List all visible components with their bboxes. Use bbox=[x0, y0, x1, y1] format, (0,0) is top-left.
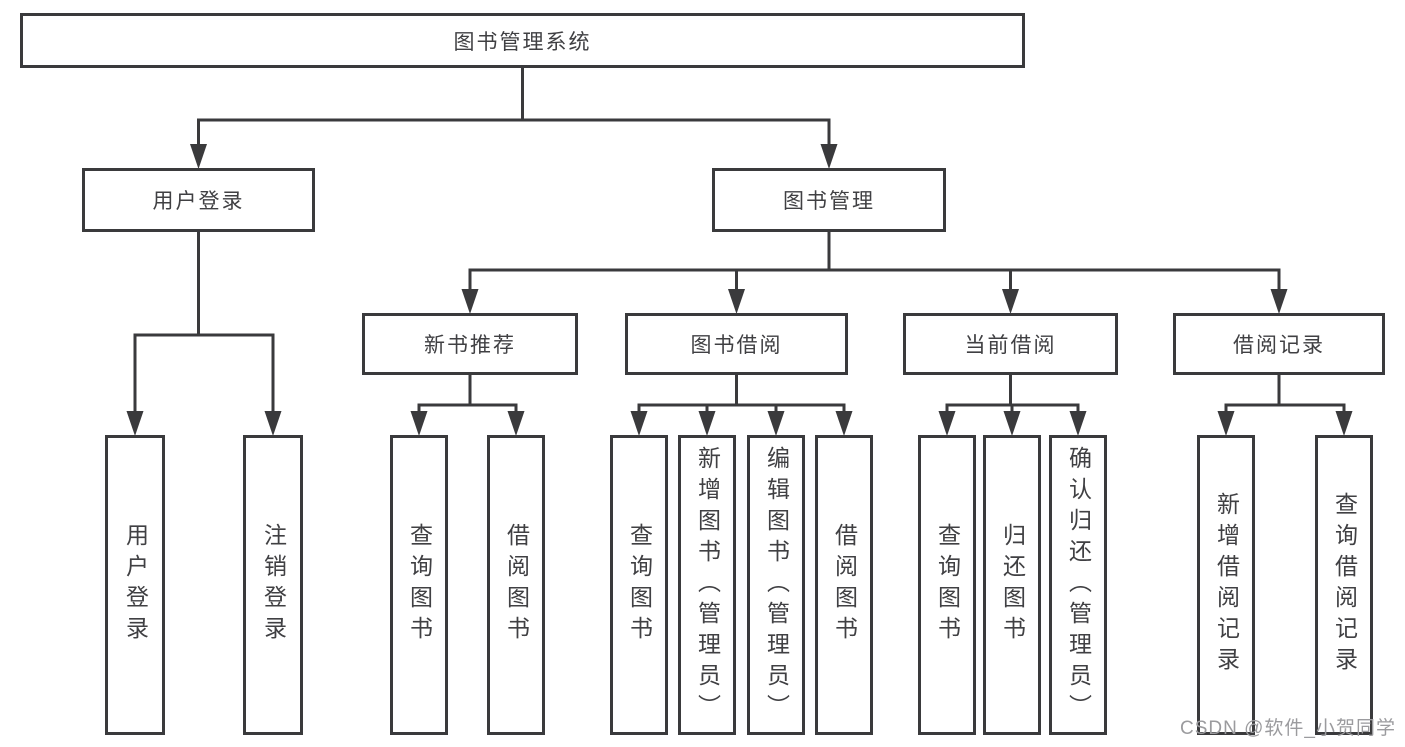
node-b-edit: 编辑图书（管理员） bbox=[747, 435, 805, 735]
node-r-query: 查询借阅记录 bbox=[1315, 435, 1373, 735]
node-label-r-add: 新增借阅记录 bbox=[1213, 492, 1240, 678]
node-login: 用户登录 bbox=[82, 168, 315, 232]
node-label-b-edit: 编辑图书（管理员） bbox=[763, 445, 790, 725]
edge-group-root bbox=[190, 66, 838, 169]
node-label-b-query: 查询图书 bbox=[626, 523, 653, 647]
node-label-b-add: 新增图书（管理员） bbox=[694, 445, 721, 725]
node-r-add: 新增借阅记录 bbox=[1197, 435, 1255, 735]
node-label-b-borrow: 借阅图书 bbox=[831, 523, 858, 647]
node-mgmt: 图书管理 bbox=[712, 168, 946, 232]
node-label-c-query: 查询图书 bbox=[934, 523, 961, 647]
node-c-return: 归还图书 bbox=[983, 435, 1041, 735]
node-label-r-query: 查询借阅记录 bbox=[1331, 492, 1358, 678]
node-borrow: 图书借阅 bbox=[625, 313, 848, 375]
node-label-c-confirm: 确认归还（管理员） bbox=[1065, 445, 1092, 725]
edge-group-new-book bbox=[410, 373, 525, 436]
node-label-root: 图书管理系统 bbox=[453, 30, 592, 54]
node-nb-query: 查询图书 bbox=[390, 435, 448, 735]
node-current: 当前借阅 bbox=[903, 313, 1118, 375]
node-c-query: 查询图书 bbox=[918, 435, 976, 735]
node-nb-borrow: 借阅图书 bbox=[487, 435, 545, 735]
node-label-records: 借阅记录 bbox=[1233, 334, 1325, 357]
node-b-query: 查询图书 bbox=[610, 435, 668, 735]
node-logout: 注销登录 bbox=[243, 435, 303, 735]
node-user-login: 用户登录 bbox=[105, 435, 165, 735]
edge-group-current bbox=[938, 373, 1087, 436]
node-label-login: 用户登录 bbox=[152, 190, 245, 213]
node-b-add: 新增图书（管理员） bbox=[678, 435, 736, 735]
node-new-book: 新书推荐 bbox=[362, 313, 578, 375]
node-label-current: 当前借阅 bbox=[964, 334, 1057, 357]
node-records: 借阅记录 bbox=[1173, 313, 1385, 375]
node-label-borrow: 图书借阅 bbox=[690, 334, 783, 357]
edge-group-login bbox=[126, 230, 282, 436]
node-label-logout: 注销登录 bbox=[260, 523, 287, 647]
edge-group-records bbox=[1217, 373, 1353, 436]
node-c-confirm: 确认归还（管理员） bbox=[1049, 435, 1107, 735]
edge-group-mgmt bbox=[461, 230, 1288, 314]
edge-group-borrow bbox=[630, 373, 853, 436]
node-label-mgmt: 图书管理 bbox=[783, 190, 875, 213]
node-label-new-book: 新书推荐 bbox=[424, 334, 516, 357]
node-label-c-return: 归还图书 bbox=[999, 523, 1026, 647]
watermark: CSDN @软件_小贺同学 bbox=[1180, 718, 1396, 739]
node-label-nb-query: 查询图书 bbox=[406, 523, 433, 647]
node-b-borrow: 借阅图书 bbox=[815, 435, 873, 735]
node-root: 图书管理系统 bbox=[20, 13, 1025, 68]
node-label-nb-borrow: 借阅图书 bbox=[503, 523, 530, 647]
node-label-user-login: 用户登录 bbox=[122, 523, 149, 647]
